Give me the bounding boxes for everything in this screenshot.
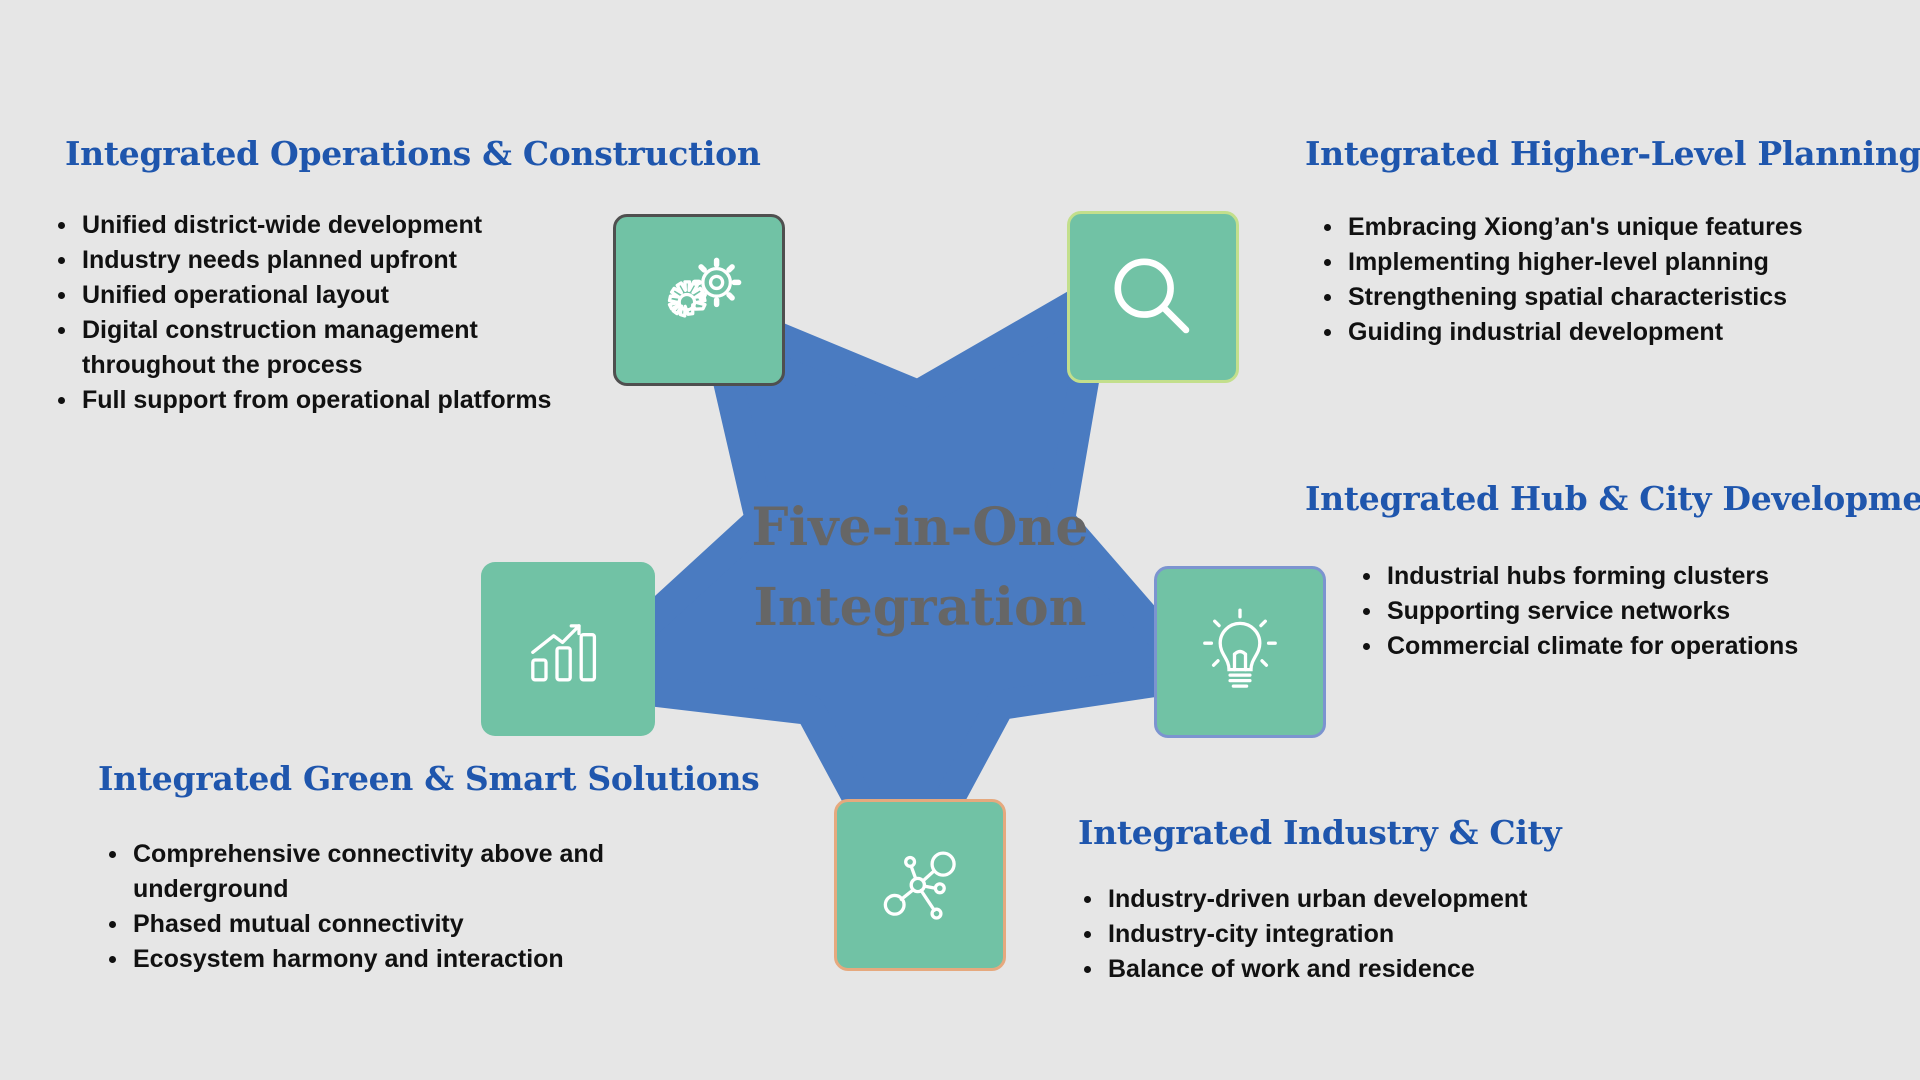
network-icon [883,851,956,920]
operations-icon-box [613,214,785,386]
operations-list: Unified district-wide development Indust… [56,208,576,418]
hub-list: Industrial hubs forming clusters Support… [1361,559,1881,664]
list-item: Industry-driven urban development [1082,882,1602,917]
gears-icon [667,257,742,318]
lightbulb-icon [1203,608,1277,688]
center-title-line1: Five-in-One [751,497,1089,558]
planning-list: Embracing Xiong’an's unique features Imp… [1322,210,1882,350]
industry-list: Industry-driven urban development Indust… [1082,882,1602,987]
list-item: Phased mutual connectivity [107,907,667,942]
list-item: Unified operational layout [56,278,576,313]
list-item: Industry needs planned upfront [56,243,576,278]
search-icon [1114,258,1190,334]
list-item: Digital construction management througho… [56,313,576,383]
list-item: Full support from operational platforms [56,383,576,418]
list-item: Implementing higher-level planning [1322,245,1882,280]
list-item: Industrial hubs forming clusters [1361,559,1881,594]
list-item: Industry-city integration [1082,917,1602,952]
list-item: Commercial climate for operations [1361,629,1881,664]
operations-title: Integrated Operations & Construction [65,134,761,173]
list-item: Balance of work and residence [1082,952,1602,987]
growth-chart-icon [531,624,597,682]
planning-title: Integrated Higher-Level Planning [1305,134,1920,173]
list-item: Comprehensive connectivity above and und… [107,837,667,907]
hub-title: Integrated Hub & City Development [1305,479,1920,518]
list-item: Ecosystem harmony and interaction [107,942,667,977]
list-item: Supporting service networks [1361,594,1881,629]
green-list: Comprehensive connectivity above and und… [107,837,667,977]
industry-icon-box [834,799,1006,971]
list-item: Embracing Xiong’an's unique features [1322,210,1882,245]
green-icon-box [481,562,655,736]
list-item: Strengthening spatial characteristics [1322,280,1882,315]
green-title: Integrated Green & Smart Solutions [98,759,760,798]
list-item: Guiding industrial development [1322,315,1882,350]
center-title-line2: Integration [753,577,1087,638]
industry-title: Integrated Industry & City [1078,813,1562,852]
center-title: Five-in-One Integration [720,488,1120,648]
hub-icon-box [1154,566,1326,738]
planning-icon-box [1067,211,1239,383]
list-item: Unified district-wide development [56,208,576,243]
